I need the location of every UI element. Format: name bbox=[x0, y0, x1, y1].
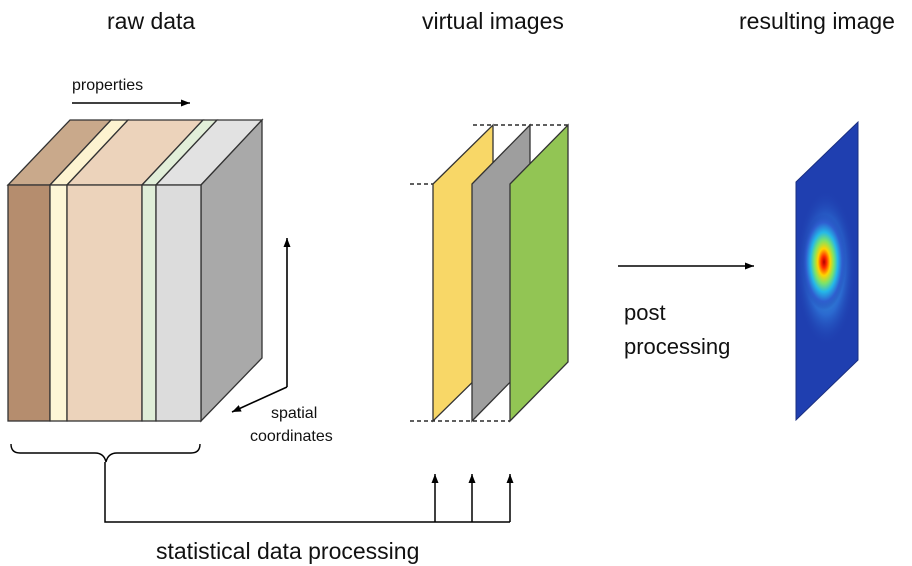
label-post: post bbox=[624, 300, 666, 325]
brace-icon bbox=[10, 443, 201, 463]
label-processing: processing bbox=[624, 334, 731, 359]
slab-front-tan bbox=[66, 184, 143, 422]
virtual-image-sheets bbox=[410, 123, 569, 423]
virtual-image-green bbox=[509, 123, 569, 423]
heading-virtual-images: virtual images bbox=[422, 8, 564, 34]
slab-front-green bbox=[141, 184, 157, 422]
heading-resulting-image: resulting image bbox=[739, 8, 895, 34]
slab-front-cream bbox=[49, 184, 68, 422]
arrow-down-left-icon bbox=[231, 386, 288, 413]
raw-data-cube bbox=[6, 118, 264, 423]
label-spatial: spatial bbox=[271, 405, 318, 422]
slab-front-gray bbox=[155, 184, 202, 422]
slab-front-brown bbox=[7, 184, 51, 422]
connector-line bbox=[104, 462, 510, 523]
heatmap-hotspot bbox=[802, 214, 846, 310]
resulting-heatmap bbox=[795, 120, 859, 422]
label-coordinates: coordinates bbox=[250, 428, 333, 445]
heading-raw-data: raw data bbox=[107, 8, 196, 34]
label-statistical-data-processing: statistical data processing bbox=[156, 538, 420, 564]
label-properties: properties bbox=[72, 77, 144, 94]
